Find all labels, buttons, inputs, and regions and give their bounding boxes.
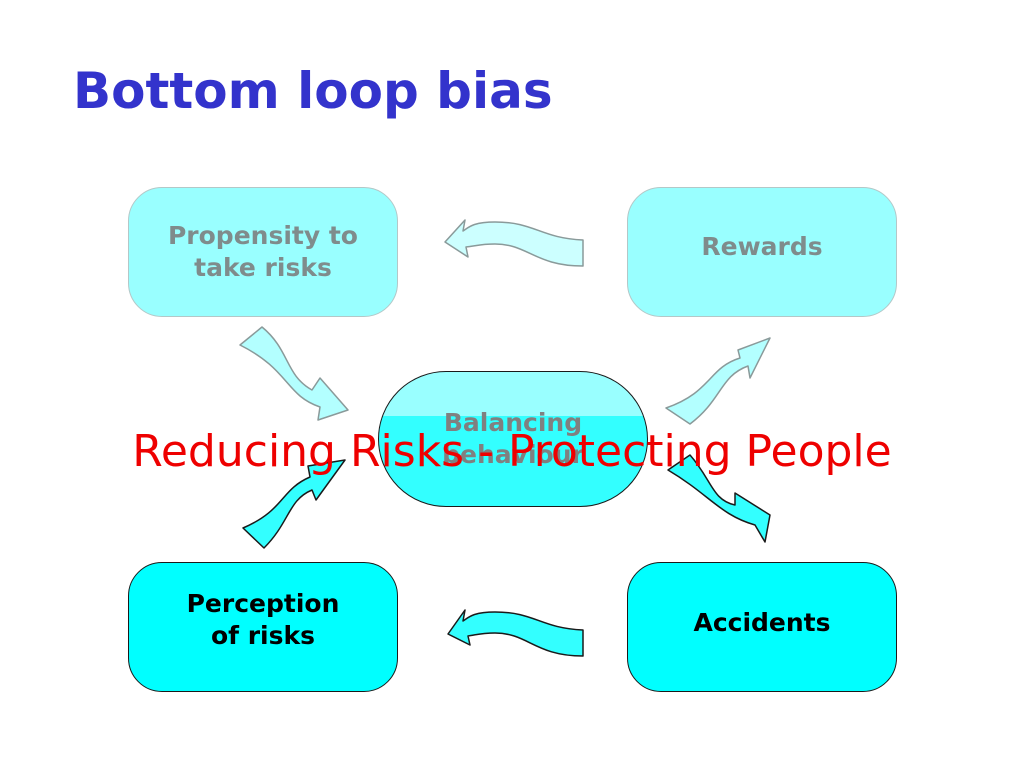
arrow-center-to-rewards [665,337,771,425]
rewards-label: Rewards [701,231,823,261]
perception-line-2: of risks [210,621,316,650]
propensity-line-1: Propensity to [167,220,358,250]
balancing-behaviour-box: Balancing behaviour [378,371,648,507]
propensity-to-take-risks-box: Propensity to take risks [128,187,398,317]
accidents-label: Accidents [693,607,831,637]
propensity-line-2: take risks [194,253,332,282]
accidents-box: Accidents [627,562,897,692]
slide-title: Bottom loop bias [73,62,553,120]
arrow-perception-to-center [242,459,346,549]
arrow-accidents-to-perception [447,609,584,657]
center-line-2: behaviour [442,440,584,469]
center-line-1: Balancing [443,407,583,437]
arrow-center-to-accidents [667,454,771,543]
arrow-propensity-to-center [239,326,349,421]
arrow-rewards-to-propensity [444,219,584,267]
perception-of-risks-box: Perception of risks [128,562,398,692]
perception-line-1: Perception [186,588,340,618]
rewards-box: Rewards [627,187,897,317]
